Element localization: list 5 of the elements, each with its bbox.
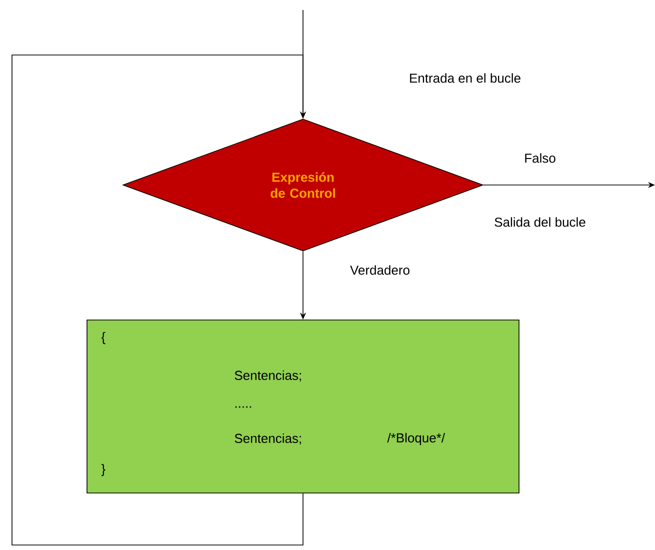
edge-label: Verdadero <box>349 264 411 276</box>
process-box: { Sentencias; ..... Sentencias; /*Bloque*/ } <box>86 320 520 494</box>
arrow <box>12 54 306 546</box>
edge-label: Falso <box>523 152 557 164</box>
note-text: Entrada en el bucle <box>410 73 520 83</box>
